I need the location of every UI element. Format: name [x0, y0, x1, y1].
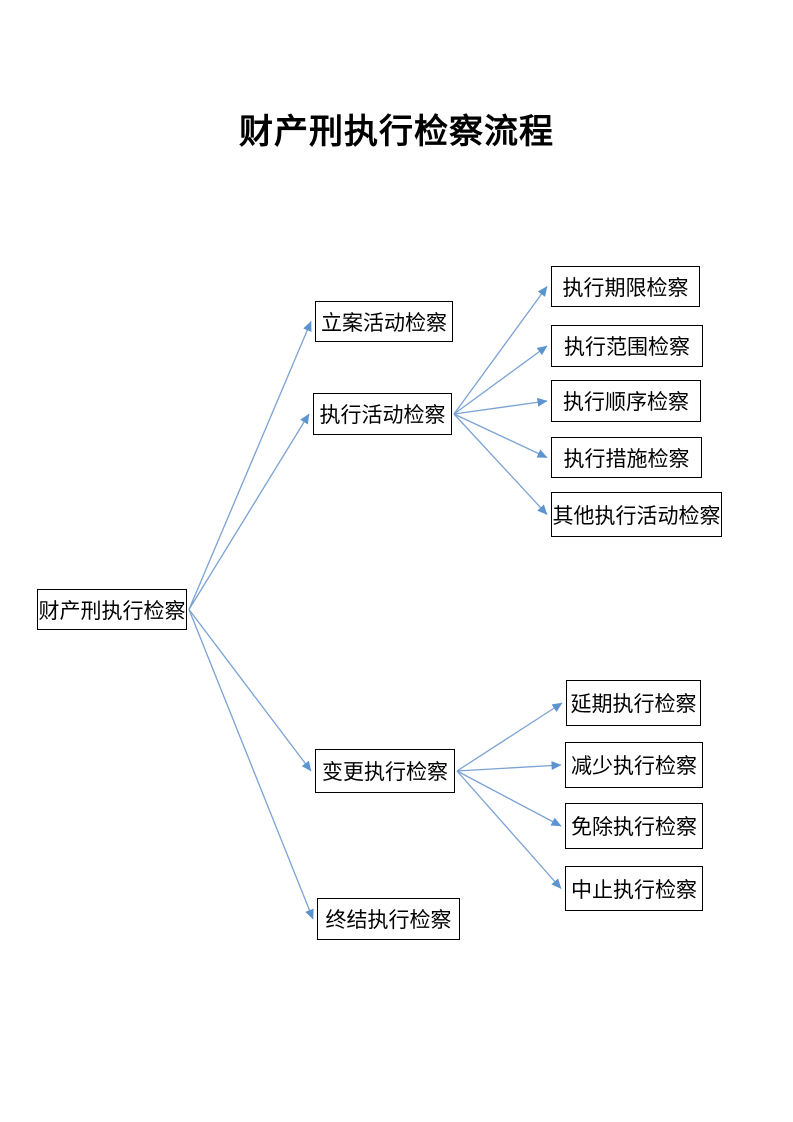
flowchart-node-suspension: 中止执行检察: [565, 866, 703, 911]
flowchart-node-exemption: 免除执行检察: [565, 803, 703, 849]
connector-arrow-modification-to-suspension: [456, 770, 562, 889]
flowchart-node-postpone: 延期执行检察: [566, 680, 701, 726]
flowchart-node-other: 其他执行活动检察: [551, 492, 722, 537]
flowchart-node-reduction: 减少执行检察: [565, 742, 703, 788]
connector-arrow-execution-to-order: [453, 397, 548, 415]
flowchart-node-scope: 执行范围检察: [551, 325, 703, 367]
connector-arrow-execution-to-deadline: [453, 286, 548, 415]
connector-arrow-root-to-filing: [188, 321, 312, 610]
connector-arrow-modification-to-reduction: [456, 761, 562, 772]
flowchart-node-execution: 执行活动检察: [313, 393, 452, 435]
connector-arrow-modification-to-postpone: [456, 702, 563, 772]
connector-arrow-root-to-termination: [188, 609, 314, 920]
flowchart-node-order: 执行顺序检察: [551, 380, 701, 422]
connector-arrow-execution-to-scope: [453, 345, 548, 415]
flowchart-node-measures: 执行措施检察: [551, 437, 702, 478]
flowchart-node-termination: 终结执行检察: [317, 898, 460, 940]
connector-arrow-modification-to-exemption: [456, 770, 562, 827]
flowchart-node-filing: 立案活动检察: [315, 301, 453, 342]
connector-arrow-root-to-execution: [188, 413, 310, 610]
flowchart-node-modification: 变更执行检察: [315, 749, 455, 793]
connector-arrow-root-to-modification: [188, 609, 312, 772]
flowchart-node-root: 财产刑执行检察: [37, 589, 187, 630]
flowchart-node-deadline: 执行期限检察: [551, 266, 700, 307]
connector-arrow-execution-to-other: [453, 413, 548, 515]
page-title: 财产刑执行检察流程: [239, 114, 554, 151]
connector-arrow-execution-to-measures: [453, 413, 548, 459]
